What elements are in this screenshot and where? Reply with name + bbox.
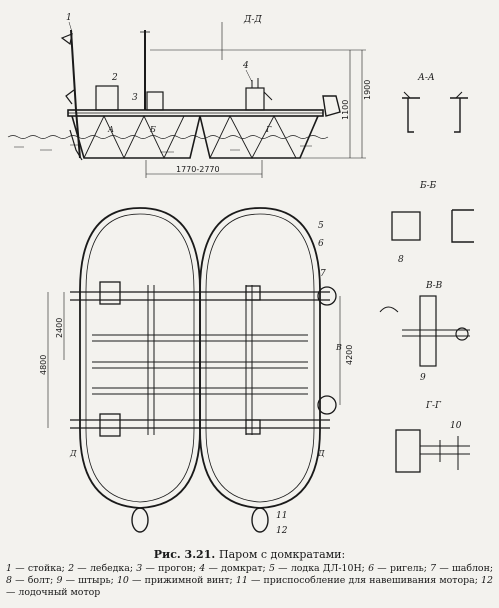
legend-item: 8 — болт; — [6, 575, 54, 586]
section-mark-b: Б — [149, 125, 156, 134]
callout-12: 12 — [276, 526, 288, 536]
callout-11: 11 — [276, 511, 287, 521]
figure-title: Паром с домкратами: — [219, 548, 346, 561]
legend-item: 5 — лодка ДЛ-10Н; — [268, 563, 365, 574]
legend-item: 9 — штырь; — [56, 575, 114, 586]
dimension-h2: 1900 — [363, 80, 372, 100]
figure-caption: Рис. 3.21. Паром с домкратами: 1 — стойк… — [6, 549, 493, 599]
section-details: А-А Б-Б 8 В-В 9 Г-Г 10 — [379, 73, 474, 473]
dimension-w1: 2400 — [55, 318, 64, 338]
legend-item: 2 — лебедка; — [68, 563, 134, 574]
dimension-w3: 4200 — [345, 345, 354, 365]
callout-1: 1 — [66, 13, 72, 23]
caption-title: Рис. 3.21. Паром с домкратами: — [6, 549, 493, 561]
legend-item: 1 — стойка; — [6, 563, 65, 574]
ferry-technical-drawing: Д-Д 1770-2770 1100 1900 А Б Г 1 2 3 4 — [7, 13, 474, 536]
callout-10: 10 — [450, 421, 462, 431]
callout-9: 9 — [420, 373, 426, 383]
dimension-w2: 4800 — [39, 355, 48, 375]
legend-item: 12 — лодочный мотор — [6, 575, 493, 598]
legend-item: 3 — прогон; — [136, 563, 197, 574]
figure-legend: 1 — стойка; 2 — лебедка; 3 — прогон; 4 —… — [6, 563, 493, 599]
section-title-gg: Г-Г — [425, 401, 442, 411]
section-mark-g: Г — [265, 125, 272, 134]
callout-5: 5 — [318, 221, 324, 231]
figure-number: Рис. 3.21. — [153, 548, 216, 561]
section-title-aa: А-А — [417, 73, 435, 83]
legend-item: 6 — ригель; — [368, 563, 427, 574]
legend-item: 10 — прижимной винт; — [116, 575, 233, 586]
legend-item: 11 — приспособление для навешивания мото… — [235, 575, 478, 586]
callout-6: 6 — [318, 239, 324, 249]
section-mark-a: А — [107, 125, 114, 134]
section-mark-d-left: Д — [69, 449, 77, 458]
plan-view: Д Д В 4800 2400 4200 5 6 7 11 12 — [39, 207, 354, 536]
section-label-dd: Д-Д — [243, 15, 262, 25]
dimension-h1: 1100 — [341, 100, 350, 120]
section-title-bb: Б-Б — [419, 181, 437, 191]
section-mark-d-right: Д — [317, 449, 325, 458]
legend-item: 4 — домкрат; — [199, 563, 266, 574]
section-title-vv: В-В — [425, 281, 443, 291]
callout-4: 4 — [242, 61, 249, 71]
callout-3: 3 — [132, 93, 138, 103]
callout-8: 8 — [398, 255, 404, 265]
dimension-span: 1770-2770 — [176, 165, 220, 174]
section-mark-v: В — [335, 343, 342, 352]
callout-2: 2 — [111, 73, 118, 83]
side-view: Д-Д 1770-2770 1100 1900 А Б Г 1 2 3 4 — [7, 13, 372, 178]
callout-7: 7 — [320, 269, 326, 279]
legend-item: 7 — шаблон; — [430, 563, 493, 574]
